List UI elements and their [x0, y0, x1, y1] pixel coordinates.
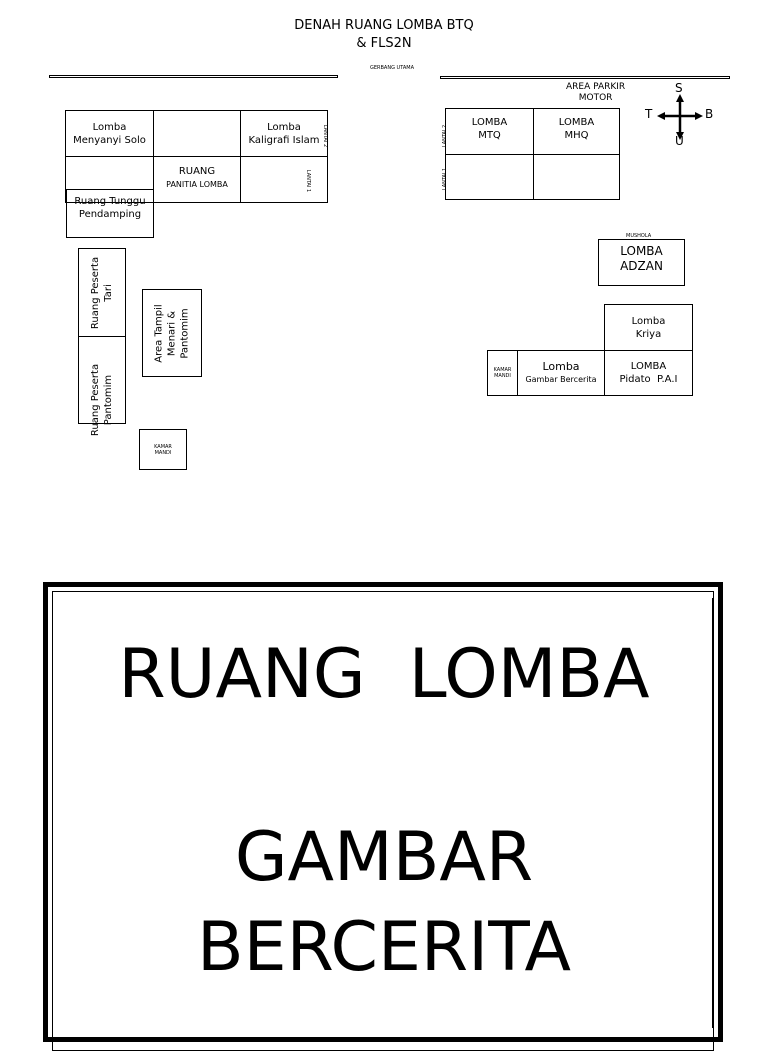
room-mhq: LOMBA MHQ [533, 108, 620, 155]
compass-south: U [675, 134, 684, 148]
label: Menyanyi Solo [73, 134, 146, 146]
label: Kriya [635, 328, 662, 340]
room-mtq: LOMBA MTQ [445, 108, 534, 155]
label: MHQ [564, 130, 589, 141]
label: KAMAR [493, 367, 512, 373]
sign-line-1: RUANG LOMBA [118, 635, 650, 714]
sign-line-2: GAMBAR [234, 818, 534, 897]
compass-east: B [705, 107, 714, 121]
lantai-1-label: LANTAI 1 [442, 167, 449, 191]
sign-line-3: BERCERITA [197, 908, 571, 987]
compass-icon [657, 94, 703, 140]
label: LOMBA [620, 244, 663, 258]
label: Gambar Bercerita [525, 375, 597, 384]
label: Ruang Peserta [90, 256, 101, 329]
label: KAMAR [154, 443, 172, 450]
map-title: DENAH RUANG LOMBA BTQ & FLS2N [0, 17, 768, 53]
label: Kaligrafi Islam [248, 134, 320, 146]
label: MTQ [478, 130, 501, 141]
label: Pidato P.A.I [619, 374, 678, 385]
label: AREA PARKIR [566, 82, 626, 92]
gate-label: GERBANG UTAMA [369, 65, 415, 71]
label: Ruang Peserta [90, 363, 101, 437]
wall-right [440, 76, 730, 79]
lantai-2-label: LANTAI 2 [442, 124, 449, 148]
label: LOMBA [471, 117, 508, 128]
label: LOMBA [630, 361, 667, 372]
label: Ruang Tunggu [74, 196, 146, 207]
label: Menari & [166, 310, 178, 356]
label: Tari [103, 283, 114, 302]
room-empty [533, 154, 620, 200]
room-empty [153, 110, 241, 157]
label: LOMBA [558, 117, 595, 128]
title-line-1: DENAH RUANG LOMBA BTQ [294, 18, 474, 33]
label: Pendamping [78, 209, 142, 220]
label: PANITIA LOMBA [166, 180, 228, 189]
room-panitia: RUANG PANITIA LOMBA [153, 156, 241, 203]
mushola-label: MUSHOLA [626, 233, 652, 239]
compass-north: S [675, 81, 683, 95]
wall-left [49, 75, 338, 78]
room-sign-inner-line [712, 598, 716, 1028]
lantai-1-label: LANTAI 1 [305, 169, 312, 193]
label: ADZAN [620, 259, 663, 273]
label: MANDI [494, 373, 511, 379]
lantai-2-label: LANTAI 2 [322, 124, 329, 148]
title-line-2: & FLS2N [356, 36, 412, 51]
compass-west: T [645, 107, 653, 121]
label: MANDI [154, 449, 172, 456]
label: Area Tampil [153, 303, 165, 363]
label: MOTOR [578, 93, 613, 103]
label: Lomba [631, 315, 666, 327]
label: Lomba [92, 121, 127, 133]
room-pidato-pai: LOMBA Pidato P.A.I [604, 350, 693, 396]
label: Pantomim [179, 307, 191, 359]
room-lantai-1 [240, 156, 328, 203]
label: Lomba [542, 360, 580, 373]
room-empty [445, 154, 534, 200]
label: Lomba [267, 121, 301, 133]
label: Pantomim [103, 374, 114, 426]
label: RUANG [178, 166, 216, 177]
